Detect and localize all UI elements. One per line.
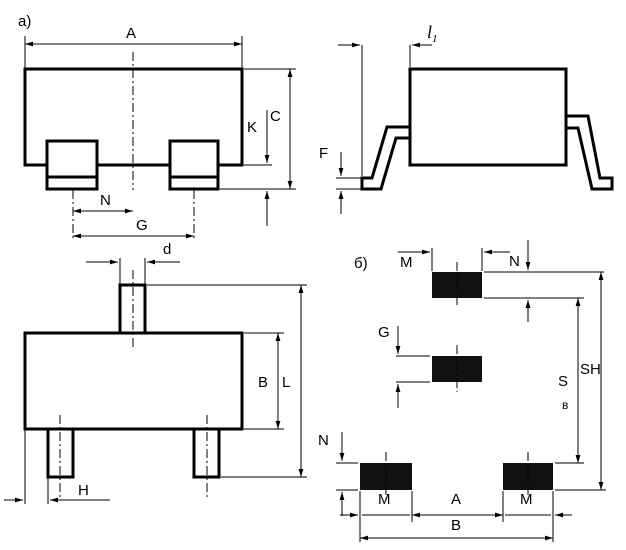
label-G-top: G <box>136 217 148 234</box>
label-A-pad: A <box>451 491 461 508</box>
view-bottom-left: d B L H <box>4 241 307 504</box>
label-N-left: N <box>318 432 329 449</box>
label-C: C <box>270 108 281 125</box>
label-M-right: M <box>520 491 533 508</box>
label-K: K <box>247 119 257 136</box>
label-SH: SH <box>580 361 601 378</box>
label-M-left: M <box>378 491 391 508</box>
label-H: H <box>78 482 89 499</box>
label-N-right: N <box>509 253 520 270</box>
label-l1: l1 <box>427 22 438 45</box>
part-b-label: б) <box>354 255 368 272</box>
part-a-label: а) <box>18 13 31 30</box>
view-footprint: б) M N G S в SH <box>318 240 606 542</box>
label-L: L <box>282 374 290 391</box>
label-B: B <box>258 374 268 391</box>
lead-right <box>168 139 220 191</box>
label-S-sub: в <box>562 398 568 412</box>
label-F: F <box>319 145 328 162</box>
lead-left <box>45 139 99 191</box>
side-body <box>408 67 568 167</box>
label-G-pad: G <box>378 324 390 341</box>
view-top-left: а) A C K N G <box>18 13 296 240</box>
label-M-top: M <box>400 254 413 271</box>
label-d: d <box>163 241 171 258</box>
label-N-top: N <box>100 192 111 209</box>
view-side: l1 F <box>319 22 614 214</box>
package-body-2 <box>23 331 244 431</box>
label-A: A <box>126 25 136 42</box>
label-S: S <box>558 373 568 390</box>
label-B-pad: B <box>451 517 461 534</box>
